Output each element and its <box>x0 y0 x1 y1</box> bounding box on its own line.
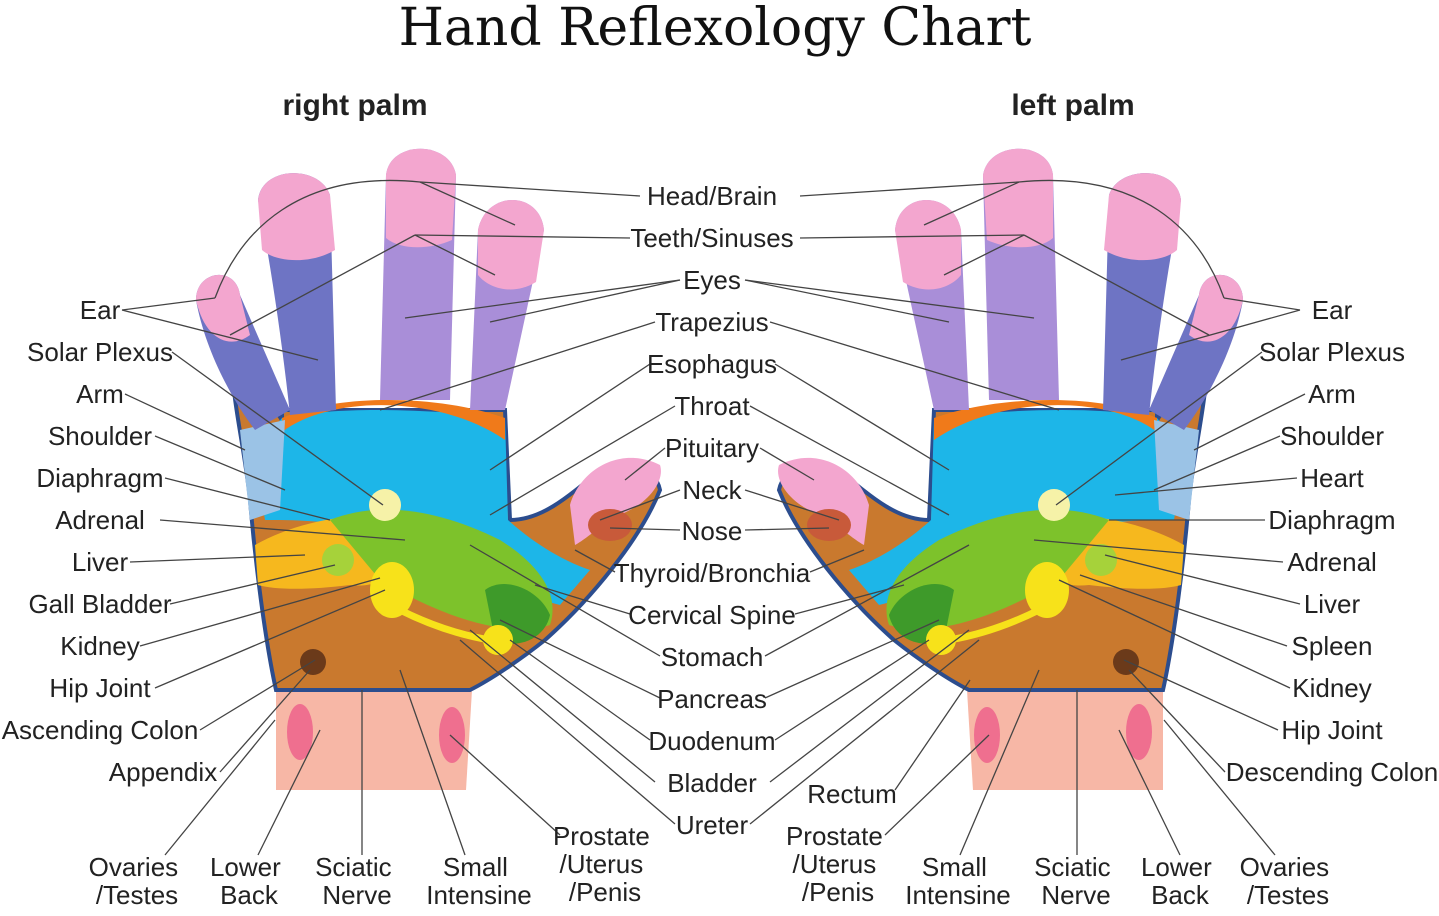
label-bladder: Bladder <box>667 768 757 798</box>
label-neck: Neck <box>682 475 742 505</box>
label-lower-back-right: Lower Back <box>210 852 288 910</box>
label-throat: Throat <box>674 391 750 421</box>
label-liver-left: Liver <box>1304 589 1361 619</box>
label-kidney-left: Kidney <box>1292 673 1372 703</box>
label-solar-plexus-left: Solar Plexus <box>1259 337 1405 367</box>
label-ovaries-testes-right: Ovaries /Testes <box>89 852 186 910</box>
label-kidney-right: Kidney <box>60 631 140 661</box>
label-adrenal-right: Adrenal <box>55 505 145 535</box>
label-arm-left: Arm <box>1308 379 1356 409</box>
left-palm-side-labels: Ear Solar Plexus Arm Shoulder Heart Diap… <box>1226 295 1438 787</box>
label-prostate-uterus-penis-right: Prostate /Uterus /Penis <box>553 821 657 907</box>
label-sciatic-nerve-left: Sciatic Nerve <box>1034 852 1118 910</box>
label-ear-left: Ear <box>1312 295 1353 325</box>
label-ovaries-testes-left: Ovaries /Testes <box>1240 852 1337 910</box>
left-palm-illustration <box>778 149 1243 790</box>
label-rectum: Rectum <box>807 779 897 809</box>
label-cervical-spine: Cervical Spine <box>628 600 796 630</box>
label-shoulder-left: Shoulder <box>1280 421 1384 451</box>
label-head-brain: Head/Brain <box>647 181 777 211</box>
label-esophagus: Esophagus <box>647 349 777 379</box>
right-palm-bottom-labels: Ovaries /Testes Lower Back Sciatic Nerve… <box>89 821 657 910</box>
label-spleen: Spleen <box>1292 631 1373 661</box>
label-lower-back-left: Lower Back <box>1141 852 1219 910</box>
right-palm-heading: right palm <box>282 89 427 122</box>
label-prostate-uterus-penis-left: Prostate /Uterus /Penis <box>786 821 890 907</box>
label-appendix: Appendix <box>109 757 217 787</box>
label-small-intensine-right: Small Intensine <box>426 852 532 910</box>
label-heart: Heart <box>1300 463 1364 493</box>
right-palm-illustration <box>196 149 661 790</box>
label-adrenal-left: Adrenal <box>1287 547 1377 577</box>
label-duodenum: Duodenum <box>648 726 775 756</box>
label-arm-right: Arm <box>76 379 124 409</box>
label-trapezius: Trapezius <box>655 307 768 337</box>
label-nose: Nose <box>682 516 743 546</box>
label-gall-bladder-right: Gall Bladder <box>28 589 171 619</box>
label-sciatic-nerve-right: Sciatic Nerve <box>315 852 399 910</box>
center-labels: Head/Brain Teeth/Sinuses Eyes Trapezius … <box>614 181 897 840</box>
label-diaphragm-right: Diaphragm <box>36 463 163 493</box>
label-ureter: Ureter <box>676 810 749 840</box>
label-solar-plexus-right: Solar Plexus <box>27 337 173 367</box>
right-palm-side-labels: Ear Solar Plexus Arm Shoulder Diaphragm … <box>2 295 218 787</box>
label-thyroid-bronchia: Thyroid/Bronchia <box>614 558 811 588</box>
label-hip-joint-left: Hip Joint <box>1281 715 1383 745</box>
label-pancreas: Pancreas <box>657 684 767 714</box>
label-teeth-sinuses: Teeth/Sinuses <box>630 223 793 253</box>
label-descending-colon: Descending Colon <box>1226 757 1438 787</box>
chart-title: Hand Reflexology Chart <box>399 0 1032 58</box>
label-eyes: Eyes <box>683 265 741 295</box>
label-shoulder-right: Shoulder <box>48 421 152 451</box>
label-pituitary: Pituitary <box>665 433 759 463</box>
label-ear-right: Ear <box>80 295 121 325</box>
label-hip-joint-right: Hip Joint <box>49 673 151 703</box>
label-diaphragm-left: Diaphragm <box>1268 505 1395 535</box>
label-small-intensine-left: Small Intensine <box>905 852 1011 910</box>
left-palm-bottom-labels: Prostate /Uterus /Penis Small Intensine … <box>786 821 1337 910</box>
left-palm-heading: left palm <box>1011 89 1134 122</box>
leader-lines <box>121 179 1306 856</box>
label-stomach: Stomach <box>661 642 764 672</box>
label-ascending-colon: Ascending Colon <box>2 715 199 745</box>
label-liver-right: Liver <box>72 547 129 577</box>
